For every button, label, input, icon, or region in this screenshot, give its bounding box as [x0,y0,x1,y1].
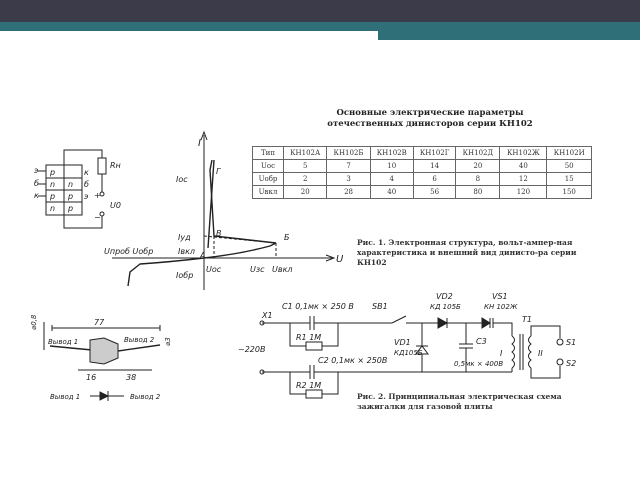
table-cell: 28 [326,185,371,199]
load-resistor [97,157,107,175]
switch-label: SB1 [372,302,388,311]
table-cell: 120 [499,185,548,199]
terminal-label: X1 [261,311,273,320]
point-v-label: В [216,229,222,238]
schematic-labels: X1 ~220В С1 0,1мк × 250 В R1 1М С2 0,1мк… [238,292,576,390]
pin-label: б [34,179,39,188]
layer-label: р [67,204,73,213]
dimension-16: 16 [86,373,96,382]
forward-branch [203,242,277,259]
spark-gap-s1-label: S1 [566,338,576,347]
point-g-label: Г [216,167,221,176]
table-cell: 20 [282,185,328,199]
layer-label: р [67,192,73,201]
layer-label: n [68,180,73,189]
lighter-schematic [259,315,564,399]
current-axis-arrow [200,130,208,141]
dinistor-vs1-type: КН 102Ж [484,303,518,311]
table-cell: 56 [412,185,457,199]
pnpn-structure [38,149,107,229]
lead-1-label: Вывод 1 [48,338,78,346]
table-row: Uобр 2 3 4 6 8 12 15 [252,172,592,186]
reverse-voltage-label: Uпроб Uобр [104,247,153,256]
iv-characteristic [112,130,336,290]
lead-1-symbol-label: Вывод 1 [50,393,80,401]
capacitor-c2-label: С2 0,1мк × 250В [318,356,387,365]
reverse-branch [127,257,205,287]
spark-gap-s2-label: S2 [566,359,576,368]
pin-label: к [84,168,89,177]
dimension-diameter-2: ⌀3 [164,337,172,346]
pin-label: э [84,192,88,201]
mains-label: ~220В [238,345,265,354]
diode-vd2-label: VD2 [436,292,453,301]
diode-body [89,337,119,365]
diode-vd2-type: КД 105Б [430,303,461,311]
top-banner [0,0,640,22]
reverse-current-label: Iобр [176,271,193,280]
dimension-38: 38 [126,373,136,382]
layer-label: р [49,192,55,201]
table-row: Uвкл 20 28 40 56 80 120 150 [252,185,592,199]
table-cell: 10 [369,159,414,173]
layer-label: n [50,180,55,189]
table-title-line1: Основные электрические параметры [336,108,524,118]
pin-label: к [34,191,39,200]
table-cell: 40 [369,185,414,199]
winding-2-label: II [538,349,543,358]
package-labels: 77 ⌀0,8 ⌀3 16 38 Вывод 1 Вывод 2 Вывод 1… [30,314,172,401]
point-a-label: А [199,251,205,260]
accent-bar-right [378,31,640,40]
resistor-label: Rн [110,161,121,170]
dinistor-vs1-label: VS1 [492,292,508,301]
voltage-axis-arrow [325,254,336,262]
table-header-row: Тип КН102А КН102Б КН102В КН102Г КН102Д К… [252,146,592,160]
capacitor-c3-value: 0,5мк × 400В [454,360,503,368]
switch-current-label: Iвкл [178,247,195,256]
figure-2-caption: Рис. 2. Принципиальная электрическая схе… [357,392,562,411]
accent-bar [0,22,640,31]
table-title-line2: отечественных динисторов серии КН102 [327,119,533,129]
parameters-table: Тип КН102А КН102Б КН102В КН102Г КН102Д К… [252,146,592,199]
source-label: U0 [110,201,121,210]
pin-label: э [34,166,38,175]
table-cell: 150 [546,185,592,199]
on-current-label: Iос [176,175,188,184]
closed-voltage-label: Uзс [250,265,265,274]
resistor-r1-label: R1 1М [296,333,321,342]
winding-1-label: I [500,349,503,358]
plus-sign: + [94,191,101,200]
layer-label: р [49,168,55,177]
residual-voltage-label: Uос [206,265,222,274]
pin-label: б [84,180,89,189]
lead-2-symbol-label: Вывод 2 [130,393,161,401]
transformer-label: T1 [522,315,532,324]
resistor-r2-label: R2 1М [296,381,321,390]
layer-label: n [50,204,55,213]
iv-labels: I U Iос Iуд Iвкл Iобр Uпроб Uобр Uос Uзс… [104,138,344,280]
figure-1-caption: Рис. 1. Электронная структура, вольт-амп… [357,238,577,267]
dimension-length: 77 [94,318,105,327]
holding-current-label: Iуд [178,233,191,242]
current-axis-label: I [198,138,201,149]
minus-sign: − [94,213,101,222]
capacitor-c3-label: С3 [476,337,487,346]
lead-2-label: Вывод 2 [124,336,155,344]
table-title: Основные электрические параметры отечест… [300,108,560,130]
structure-labels: э б к р n р n n р р к б э Rн + − U0 [34,161,121,222]
dimension-diameter: ⌀0,8 [30,314,38,330]
diode-vd1-label: VD1 [394,338,411,347]
point-b-label: Б [284,233,290,242]
voltage-axis-label: U [336,254,344,265]
diode-vd1-type: КД105Б [394,349,423,357]
switching-voltage-label: Uвкл [272,265,293,274]
package-outline [43,322,161,401]
capacitor-c1-label: С1 0,1мк × 250 В [282,302,354,311]
